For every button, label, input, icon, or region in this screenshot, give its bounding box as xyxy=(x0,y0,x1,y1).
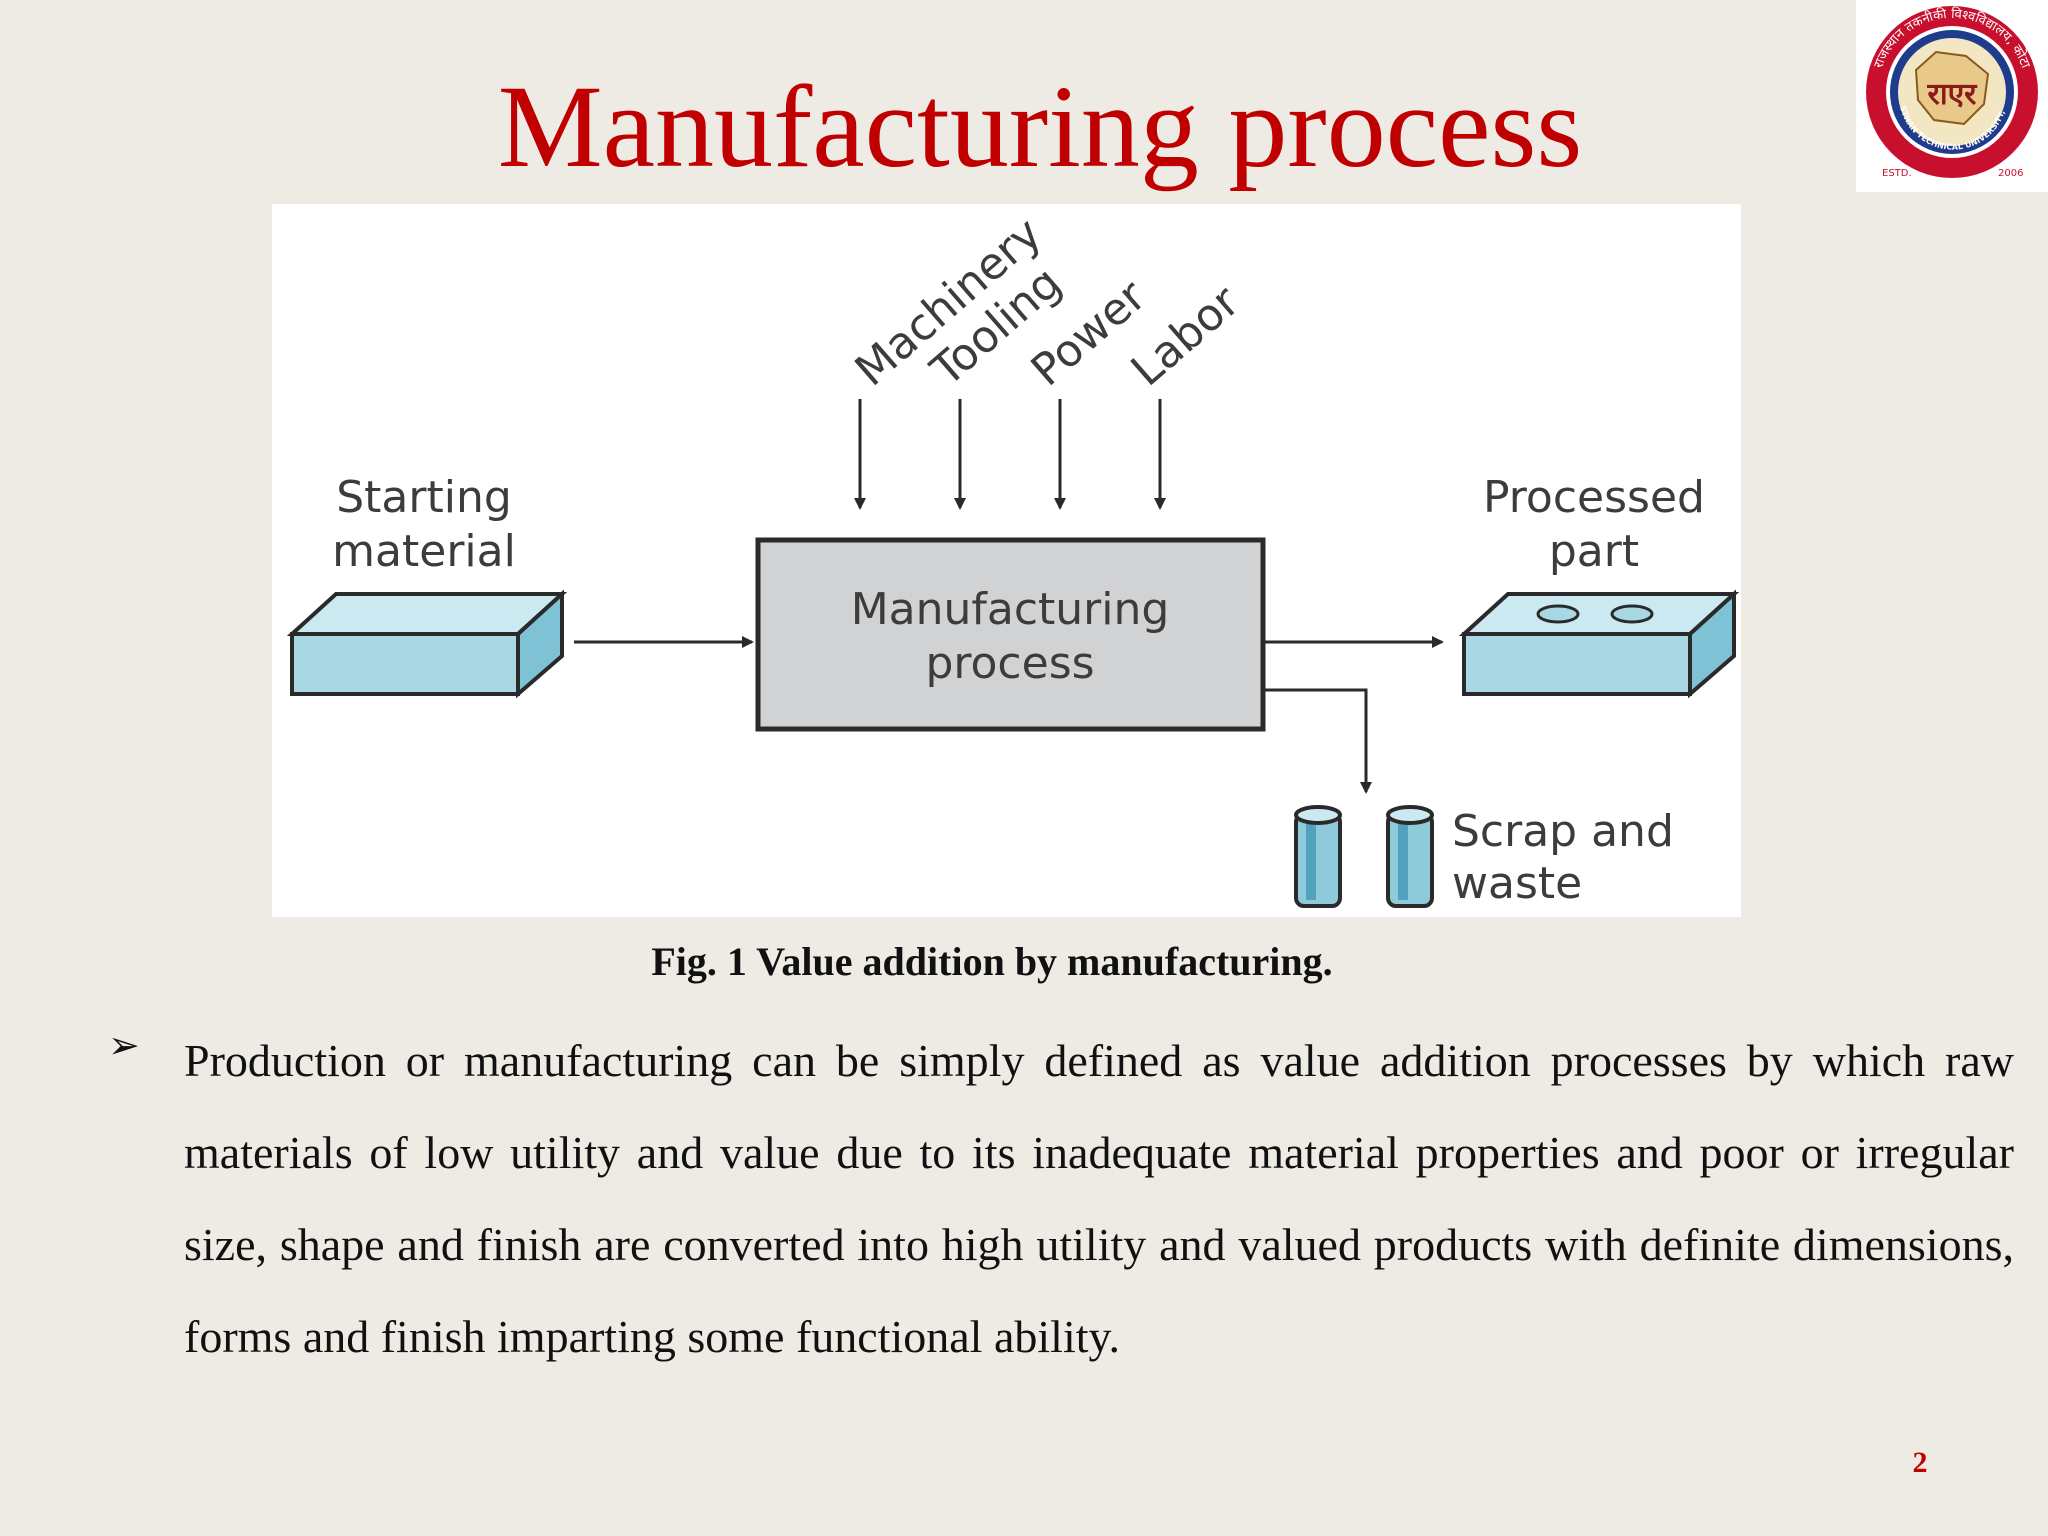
manufacturing-diagram: Machinery Tooling Power Labor Starting m… xyxy=(286,208,1740,909)
university-seal-icon: राएर राजस्थान तकनीकी विश्वविद्यालय, कोटा… xyxy=(1853,0,2048,192)
starting-material-block xyxy=(286,589,568,699)
scrap-label-line2: waste xyxy=(1452,858,1582,909)
bullet-text: Production or manufacturing can be simpl… xyxy=(184,1035,2014,1362)
input-arrows xyxy=(854,399,1166,510)
university-logo: राएर राजस्थान तकनीकी विश्वविद्यालय, कोटा… xyxy=(1853,0,2048,192)
scrap-label-line1: Scrap and xyxy=(1452,806,1674,857)
processed-part-block xyxy=(1458,589,1740,699)
process-label-line1: Manufacturing xyxy=(851,584,1170,635)
hole-2 xyxy=(1610,604,1654,624)
hole-1 xyxy=(1536,604,1580,624)
arrow-bullet-icon: ➢ xyxy=(108,1023,140,1067)
process-box xyxy=(755,537,1266,732)
arrow-scrap-out xyxy=(1265,688,1372,794)
processed-part-label-line1: Processed xyxy=(1483,472,1705,523)
starting-material-label-line1: Starting xyxy=(336,472,512,523)
processed-part-label-line2: part xyxy=(1549,526,1639,577)
page-number: 2 xyxy=(1912,1446,1928,1479)
starting-material-label-line2: material xyxy=(332,526,516,577)
process-label-line2: process xyxy=(925,638,1094,689)
logo-year: 2006 xyxy=(1998,168,2023,179)
slide-title: Manufacturing process xyxy=(497,61,1583,192)
figure-caption: Fig. 1 Value addition by manufacturing. xyxy=(651,939,1333,984)
figure-panel: Machinery Tooling Power Labor Starting m… xyxy=(272,204,1741,917)
logo-estd: ESTD. xyxy=(1882,168,1912,179)
scrap-cylinder-1 xyxy=(1294,805,1342,908)
logo-monogram: राएर xyxy=(1927,77,1979,112)
scrap-cylinder-2 xyxy=(1386,805,1434,908)
